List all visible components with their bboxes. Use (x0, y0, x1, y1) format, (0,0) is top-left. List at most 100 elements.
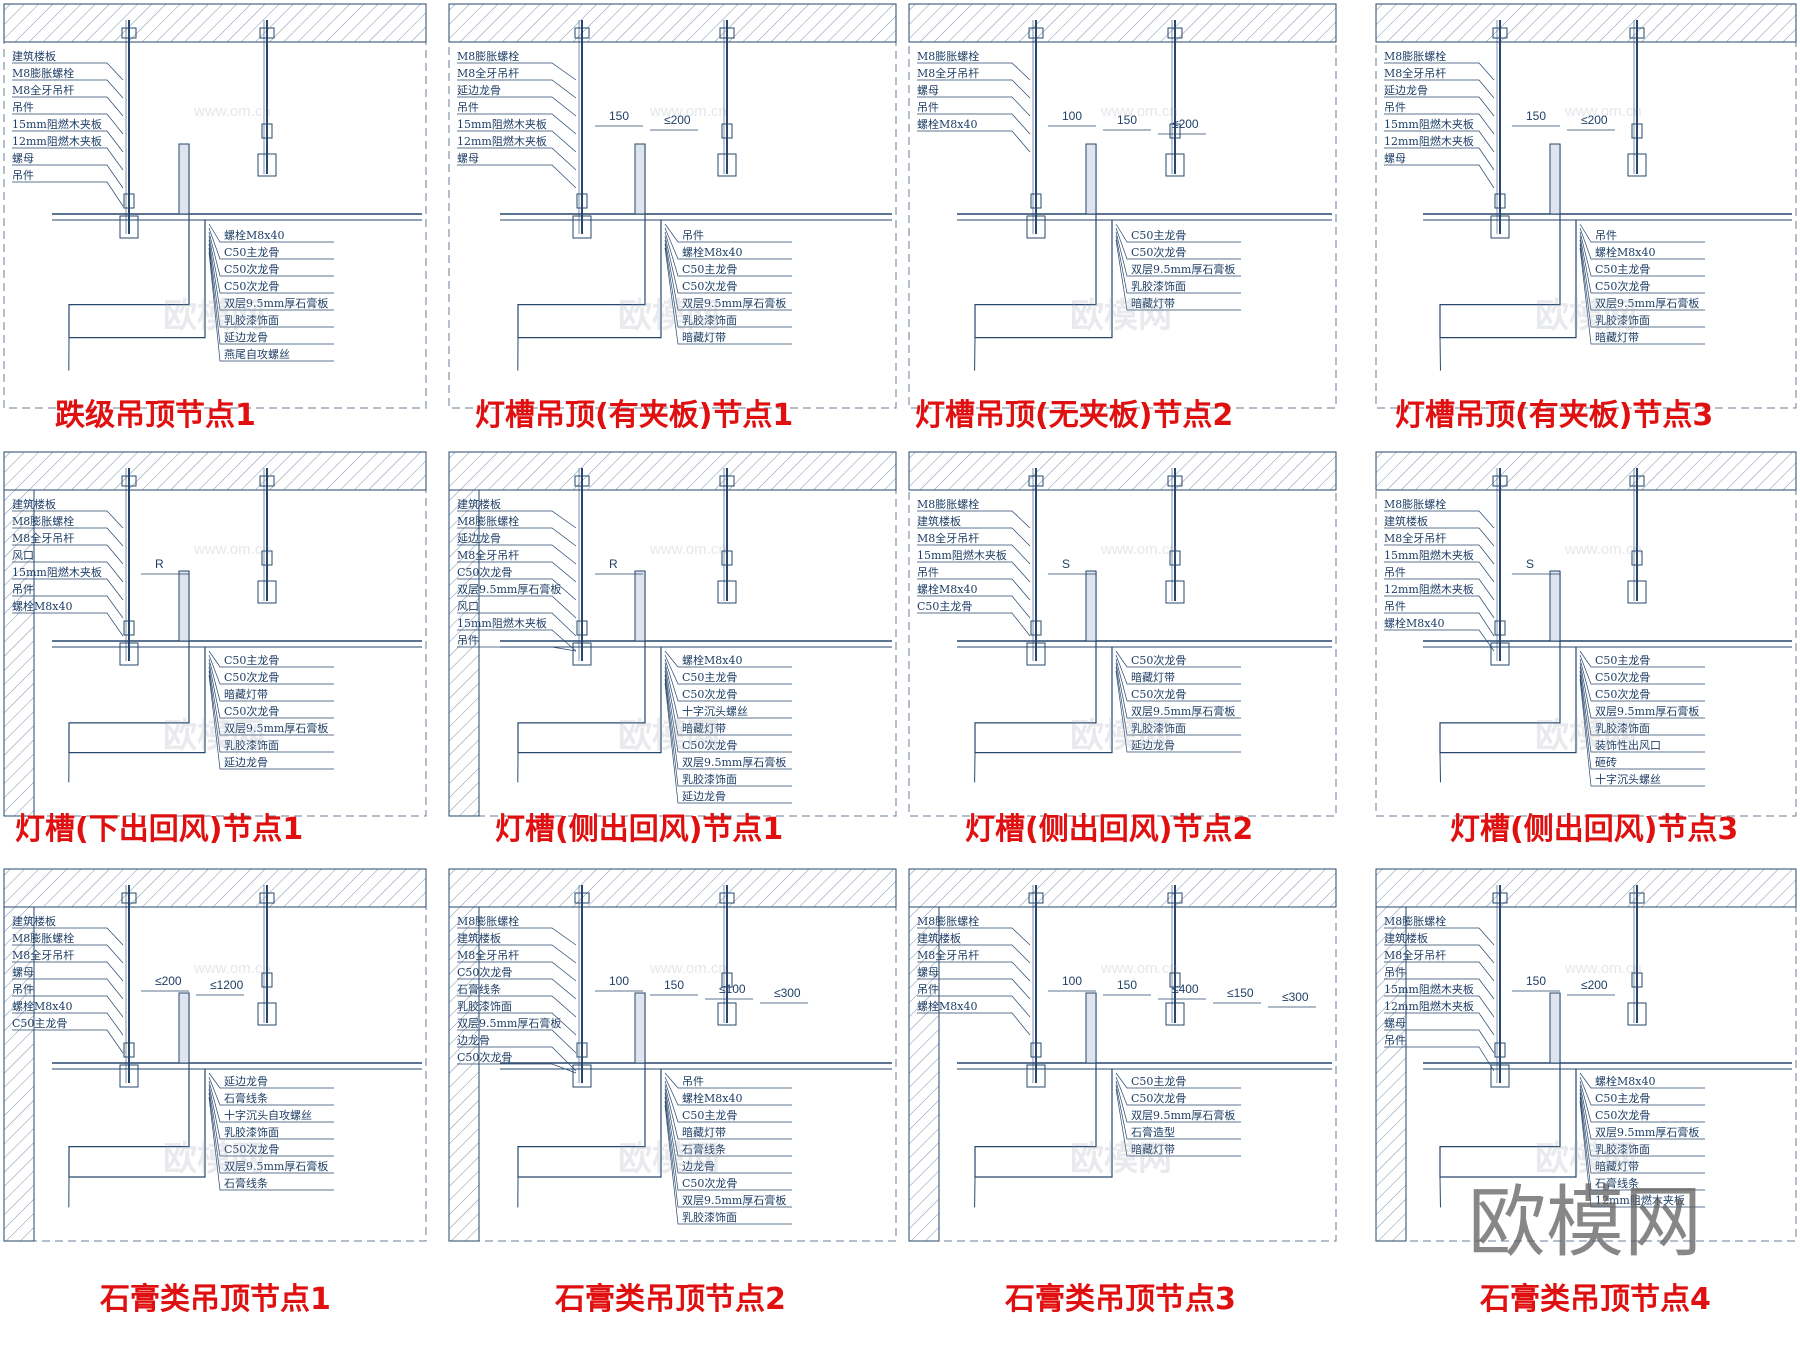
callout-label: M8膨胀螺栓 (457, 49, 519, 63)
panel-title: 灯槽吊顶(有夹板)节点3 (1395, 398, 1714, 433)
hanger-rod (119, 885, 139, 1088)
callout-label: 延边龙骨 (457, 84, 501, 97)
callout-label: 15mm阻燃木夹板 (12, 117, 102, 131)
callout-label: 暗藏灯带 (1595, 1159, 1639, 1173)
callout-label: 吊件 (1384, 966, 1406, 979)
callout-label: 十字沉头螺丝 (1595, 772, 1661, 786)
callout-label: 螺母 (917, 84, 939, 97)
callout-label: M8膨胀螺栓 (1384, 914, 1446, 928)
callout-label: C50次龙骨 (224, 279, 279, 293)
callout-label: C50次龙骨 (682, 738, 737, 752)
callout-label: M8全牙吊杆 (1384, 948, 1446, 962)
callout-label: 双层9.5mm厚石膏板 (224, 1159, 328, 1173)
hanger-rod (572, 885, 592, 1088)
callout-label: 吊件 (12, 101, 34, 114)
callout-label: 螺栓M8x40 (917, 582, 977, 596)
dimension-label: ≤200 (155, 974, 182, 988)
gypsum-board (52, 143, 422, 371)
section-drawing: 建筑楼板M8膨胀螺栓M8全牙吊杆螺母吊件螺栓M8x40C50主龙骨延边龙骨石膏线… (3, 868, 427, 1242)
callout-label: 吊件 (1384, 600, 1406, 613)
hanger-rod (1165, 20, 1185, 177)
callout-label: 吊件 (917, 101, 939, 114)
callout-label: C50次龙骨 (1131, 687, 1186, 701)
callout-label: 乳胶漆饰面 (682, 313, 737, 327)
callout-label: 螺母 (457, 152, 479, 165)
gypsum-board (500, 143, 892, 371)
callout-label: 乳胶漆饰面 (1595, 721, 1650, 735)
callout-label: 螺栓M8x40 (917, 999, 977, 1013)
panel-title: 灯槽吊顶(有夹板)节点1 (475, 398, 794, 433)
callout-label: 15mm阻燃木夹板 (1384, 548, 1474, 562)
callout-label: 石膏线条 (457, 982, 501, 996)
section-drawing: M8膨胀螺栓M8全牙吊杆延边龙骨吊件15mm阻燃木夹板12mm阻燃木夹板螺母吊件… (1375, 3, 1797, 409)
dimension-label: ≤200 (664, 113, 691, 127)
callout-label: C50主龙骨 (1595, 263, 1650, 276)
hanger-rod (1490, 20, 1510, 239)
callout-label: M8膨胀螺栓 (917, 497, 979, 511)
callout-label: 15mm阻燃木夹板 (917, 548, 1007, 562)
dimension-label: 150 (664, 978, 684, 992)
hanger-rod (1627, 468, 1647, 604)
callout-label: C50主龙骨 (682, 671, 737, 684)
callout-label: 暗藏灯带 (682, 330, 726, 344)
callout-label: 建筑楼板 (457, 931, 501, 945)
hanger-rod (1627, 885, 1647, 1026)
hanger-rod (1490, 885, 1510, 1088)
hanger-rod (119, 468, 139, 666)
callout-label: 石膏线条 (1595, 1176, 1639, 1190)
callout-label: M8全牙吊杆 (1384, 531, 1446, 545)
dimension-label: 100 (1062, 109, 1082, 123)
callout-label: 建筑楼板 (917, 514, 961, 528)
callout-label: 建筑楼板 (12, 49, 56, 63)
callout-label: 螺母 (917, 966, 939, 979)
callout-label: 15mm阻燃木夹板 (1384, 117, 1474, 131)
callout-label: C50主龙骨 (12, 1017, 67, 1030)
callout-label: C50次龙骨 (1595, 279, 1650, 293)
callout-label: 吊件 (1384, 1034, 1406, 1047)
callout-label: 螺母 (1384, 1017, 1406, 1030)
callout-label: M8膨胀螺栓 (457, 914, 519, 928)
callout-label: C50主龙骨 (917, 600, 972, 613)
dimension-label: 150 (609, 109, 629, 123)
hanger-rod (1026, 468, 1046, 666)
callout-label: 砸砖 (1595, 755, 1617, 769)
callout-label: 吊件 (682, 1075, 704, 1088)
callout-label: M8全牙吊杆 (917, 66, 979, 80)
callout-label: C50次龙骨 (457, 1050, 512, 1064)
dimension-label: ≤100 (719, 982, 746, 996)
callout-label: M8全牙吊杆 (457, 66, 519, 80)
callout-label: 螺栓M8x40 (1595, 1074, 1655, 1088)
section-drawing: 建筑楼板M8膨胀螺栓延边龙骨M8全牙吊杆C50次龙骨双层9.5mm厚石膏板风口1… (448, 451, 897, 817)
callout-label: 暗藏灯带 (224, 687, 268, 701)
dimension-label: 150 (1117, 978, 1137, 992)
callout-label: 螺栓M8x40 (682, 653, 742, 667)
dimension-label: ≤400 (1172, 982, 1199, 996)
dimension-label: ≤200 (1581, 113, 1608, 127)
callout-label: 螺栓M8x40 (682, 245, 742, 259)
callout-label: C50次龙骨 (1131, 1091, 1186, 1105)
callout-label: 建筑楼板 (1384, 514, 1428, 528)
dimension-label: 150 (1526, 974, 1546, 988)
panel-title: 灯槽(侧出回风)节点2 (965, 812, 1254, 847)
callout-label: 螺栓M8x40 (1595, 245, 1655, 259)
callout-label: 吊件 (1595, 229, 1617, 242)
dimension-label: S (1062, 557, 1070, 571)
callout-label: C50次龙骨 (224, 262, 279, 276)
callout-label: 延边龙骨 (224, 1075, 268, 1088)
callout-label: 双层9.5mm厚石膏板 (1595, 1125, 1699, 1139)
callout-label: 双层9.5mm厚石膏板 (224, 296, 328, 310)
callout-label: C50次龙骨 (457, 565, 512, 579)
callout-label: 风口 (457, 600, 479, 613)
callout-label: C50次龙骨 (224, 670, 279, 684)
callout-label: 螺母 (12, 966, 34, 979)
callout-label: 石膏造型 (1131, 1125, 1175, 1139)
panel-title: 灯槽吊顶(无夹板)节点2 (915, 398, 1234, 433)
callout-label: 12mm阻燃木夹板 (12, 134, 102, 148)
callout-label: 螺母 (1384, 152, 1406, 165)
callout-label: C50主龙骨 (1595, 654, 1650, 667)
